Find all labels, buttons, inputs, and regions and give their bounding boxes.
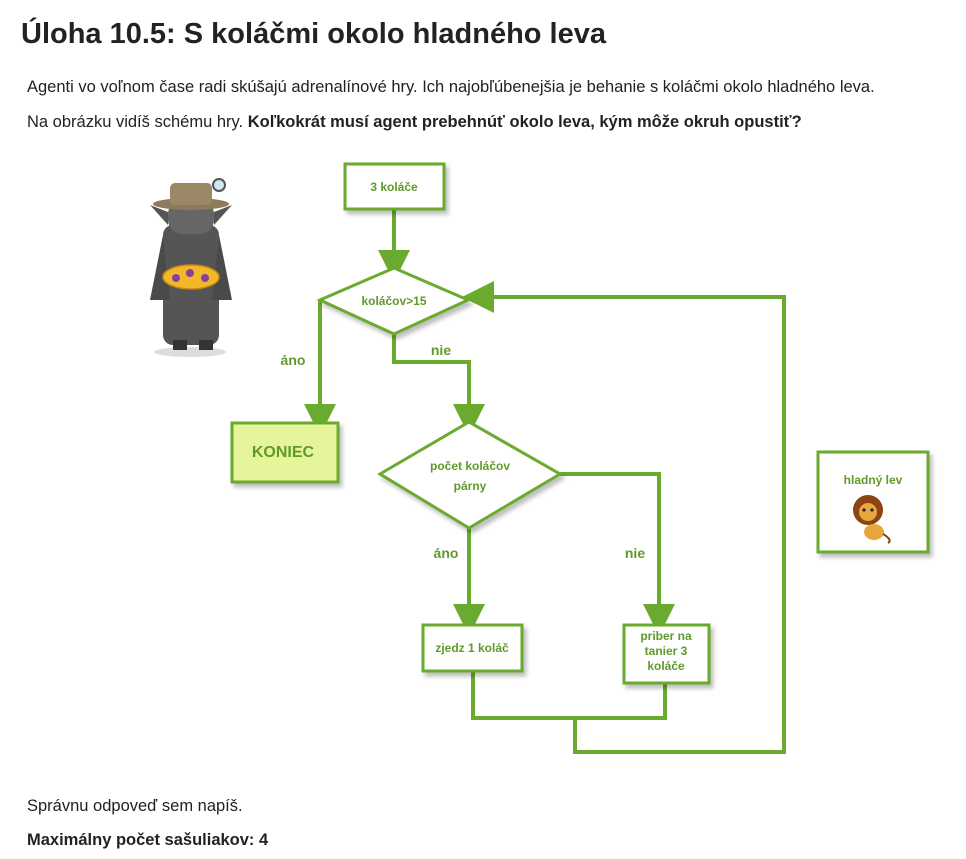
start-label: 3 koláče (370, 180, 418, 194)
decision2-label-line1: počet koláčov (430, 459, 510, 473)
end-label: KONIEC (252, 444, 315, 461)
question-lead: Na obrázku vidíš schému hry. (27, 113, 244, 131)
decision-cakes-even: počet koláčov párny (377, 420, 563, 530)
action-add-line3: koláče (647, 659, 685, 673)
task-title: Úloha 10.5: S koláčmi okolo hladného lev… (21, 18, 606, 50)
no-label-1: nie (431, 342, 451, 358)
agent-illustration (150, 178, 232, 357)
action-eat-one: zjedz 1 koláč (421, 623, 524, 673)
lion-box: hladný lev (816, 450, 930, 554)
lion-illustration (853, 495, 891, 544)
lion-label: hladný lev (844, 473, 903, 487)
yes-label-1: áno (281, 352, 306, 368)
action-eat-label: zjedz 1 koláč (435, 641, 509, 655)
decision2-label-line2: párny (454, 479, 487, 493)
action-add-three: priber na tanier 3 koláče (622, 623, 711, 685)
decision1-label: koláčov>15 (361, 294, 426, 308)
action-add-line2: tanier 3 (645, 644, 688, 658)
task-question: Na obrázku vidíš schému hry. Koľkokrát m… (27, 113, 802, 132)
start-box: 3 koláče (343, 162, 446, 211)
question-bold: Koľkokrát musí agent prebehnúť okolo lev… (247, 113, 802, 131)
flow-connectors (304, 210, 786, 754)
max-attempts: Maximálny počet sašuliakov: 4 (27, 831, 269, 849)
decision-cakes-over-15: koláčov>15 (316, 266, 472, 336)
action-add-line1: priber na (640, 629, 692, 643)
task-intro: Agenti vo voľnom čase radi skúšajú adren… (27, 78, 875, 96)
game-flowchart: 3 koláče koláčov>15 áno nie KONIEC počet… (150, 162, 930, 754)
no-label-2: nie (625, 545, 645, 561)
yes-label-2: áno (434, 545, 459, 561)
end-box: KONIEC (230, 421, 340, 484)
answer-hint: Správnu odpoveď sem napíš. (27, 797, 243, 815)
